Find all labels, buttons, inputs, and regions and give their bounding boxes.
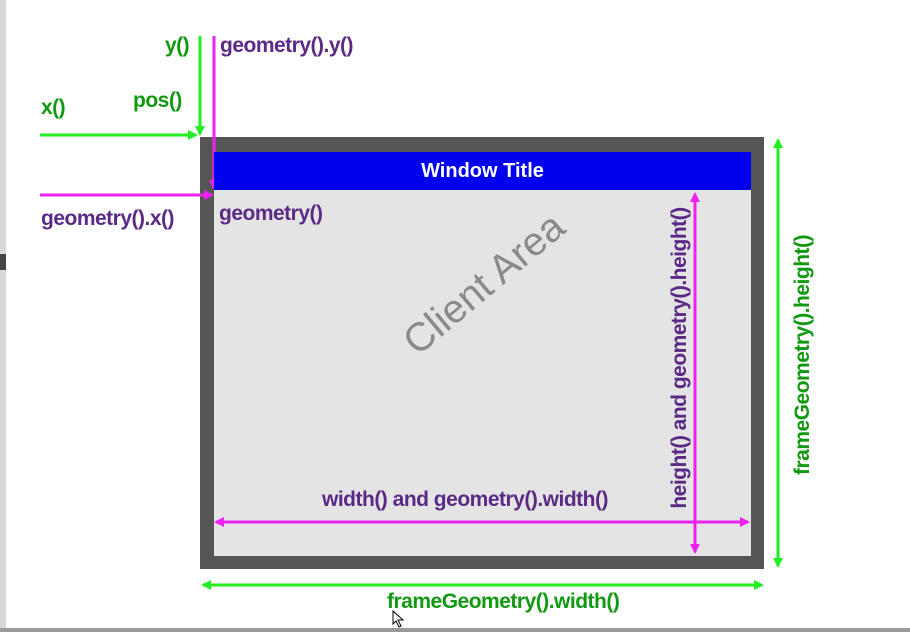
geometry-label: geometry() bbox=[219, 202, 323, 225]
client-area bbox=[214, 190, 751, 556]
x-label: x() bbox=[41, 96, 66, 119]
left-edge-tab bbox=[0, 254, 6, 270]
mouse-cursor-icon bbox=[392, 610, 405, 628]
left-edge-strip bbox=[0, 0, 6, 632]
bottom-divider bbox=[0, 628, 910, 632]
pos-label: pos() bbox=[133, 89, 182, 112]
y-label: y() bbox=[165, 34, 190, 57]
width-label: width() and geometry().width() bbox=[322, 488, 608, 511]
frame-width-label: frameGeometry().width() bbox=[387, 590, 620, 613]
frame-height-label: frameGeometry().height() bbox=[791, 234, 814, 475]
geometry-y-label: geometry().y() bbox=[220, 34, 354, 57]
geometry-x-label: geometry().x() bbox=[41, 207, 175, 230]
height-label: height() and geometry().height() bbox=[668, 207, 691, 509]
window-title-bar: Window Title bbox=[214, 152, 751, 190]
